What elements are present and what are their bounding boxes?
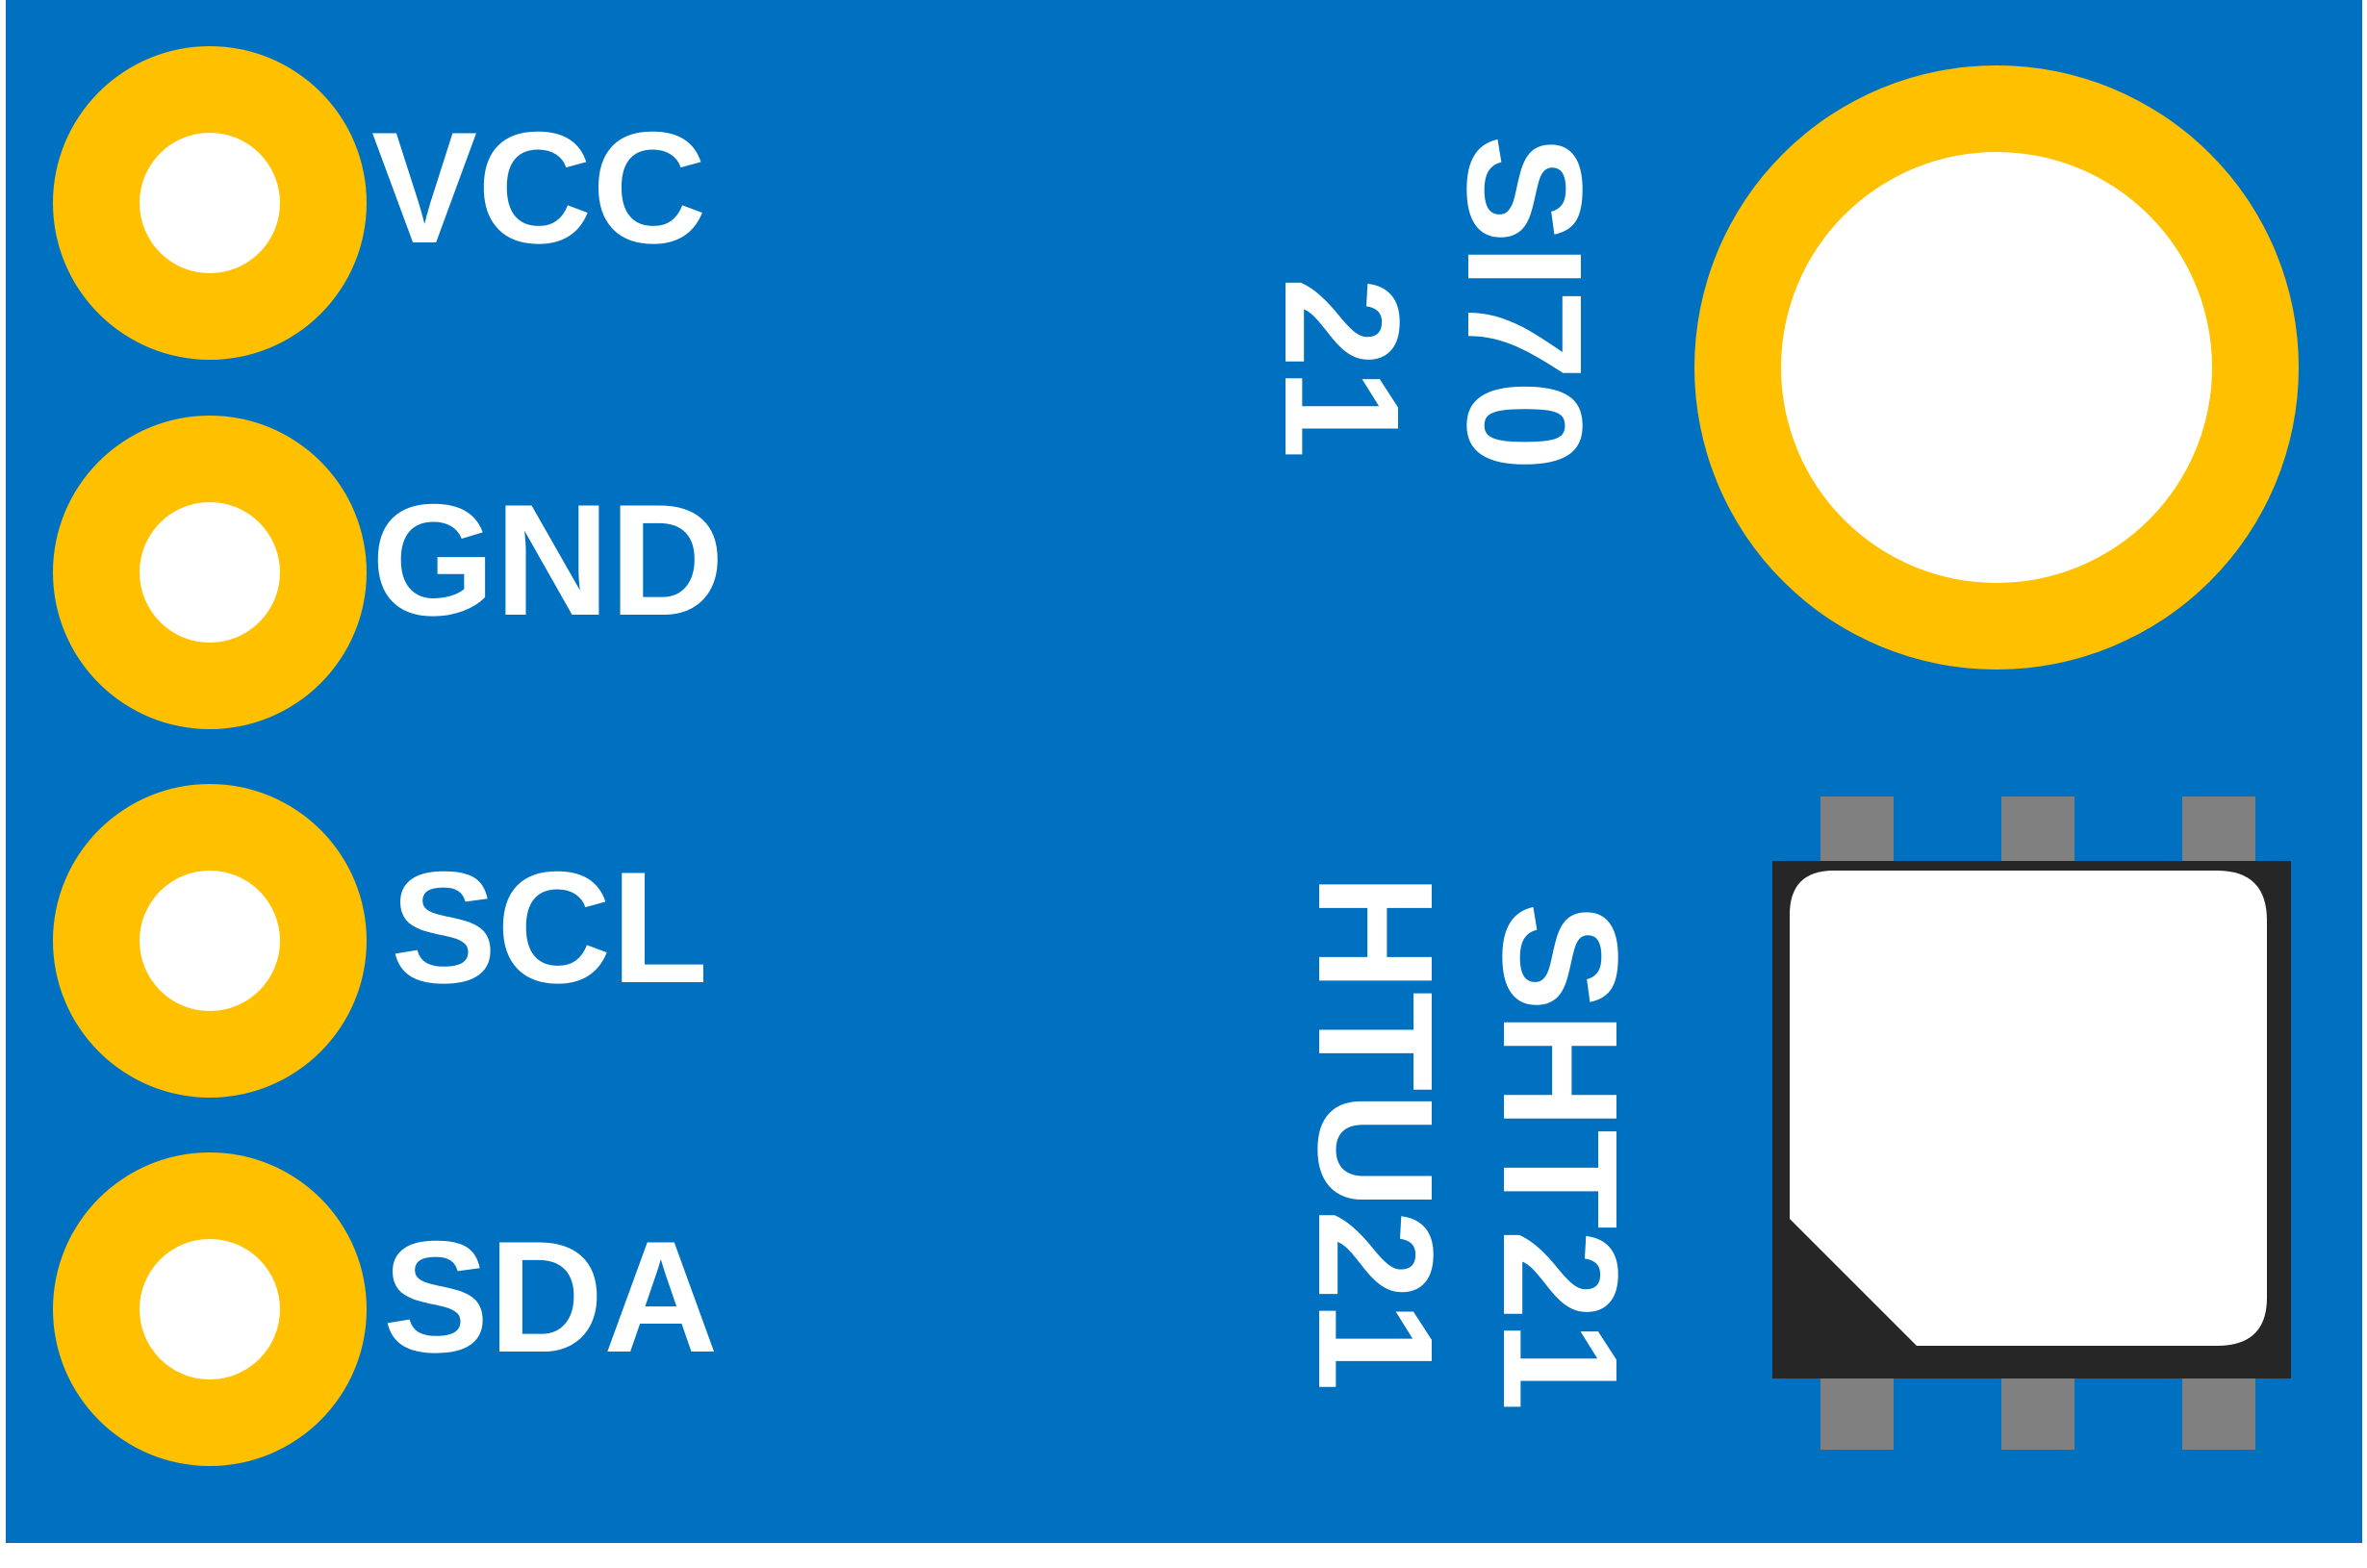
pin-label-vcc: VCC xyxy=(371,99,707,276)
pad-scl xyxy=(53,784,367,1098)
sensor-chip-window-shape xyxy=(1790,871,2267,1346)
silk-21-top: 21 xyxy=(1250,277,1433,460)
chip-lead-bottom-3 xyxy=(2182,1371,2255,1450)
pin-label-gnd: GND xyxy=(371,471,725,648)
chip-lead-top-2 xyxy=(2001,797,2074,869)
pad-gnd xyxy=(53,416,367,729)
chip-lead-bottom-1 xyxy=(1820,1371,1894,1450)
pcb-board: VCC GND SCL SDA SI70 21 SHT21 HTU21 xyxy=(6,0,2362,1543)
pad-scl-hole xyxy=(140,871,280,1011)
pad-vcc xyxy=(53,46,367,360)
mounting-hole-drill xyxy=(1781,152,2212,583)
silk-htu21: HTU21 xyxy=(1284,873,1466,1392)
pad-gnd-hole xyxy=(140,502,280,643)
silk-sht21: SHT21 xyxy=(1468,902,1651,1412)
chip-lead-top-1 xyxy=(1820,797,1894,869)
pin-label-scl: SCL xyxy=(391,839,708,1016)
pad-vcc-hole xyxy=(140,133,280,273)
pin-label-sda: SDA xyxy=(383,1208,719,1385)
chip-lead-top-3 xyxy=(2182,797,2255,869)
sensor-chip-body xyxy=(1772,861,2291,1378)
chip-lead-bottom-2 xyxy=(2001,1371,2074,1450)
silk-si70: SI70 xyxy=(1433,135,1616,471)
pad-sda-hole xyxy=(140,1239,280,1379)
pad-sda xyxy=(53,1152,367,1466)
mounting-hole xyxy=(1694,65,2299,670)
sensor-chip-window xyxy=(1790,871,2267,1346)
